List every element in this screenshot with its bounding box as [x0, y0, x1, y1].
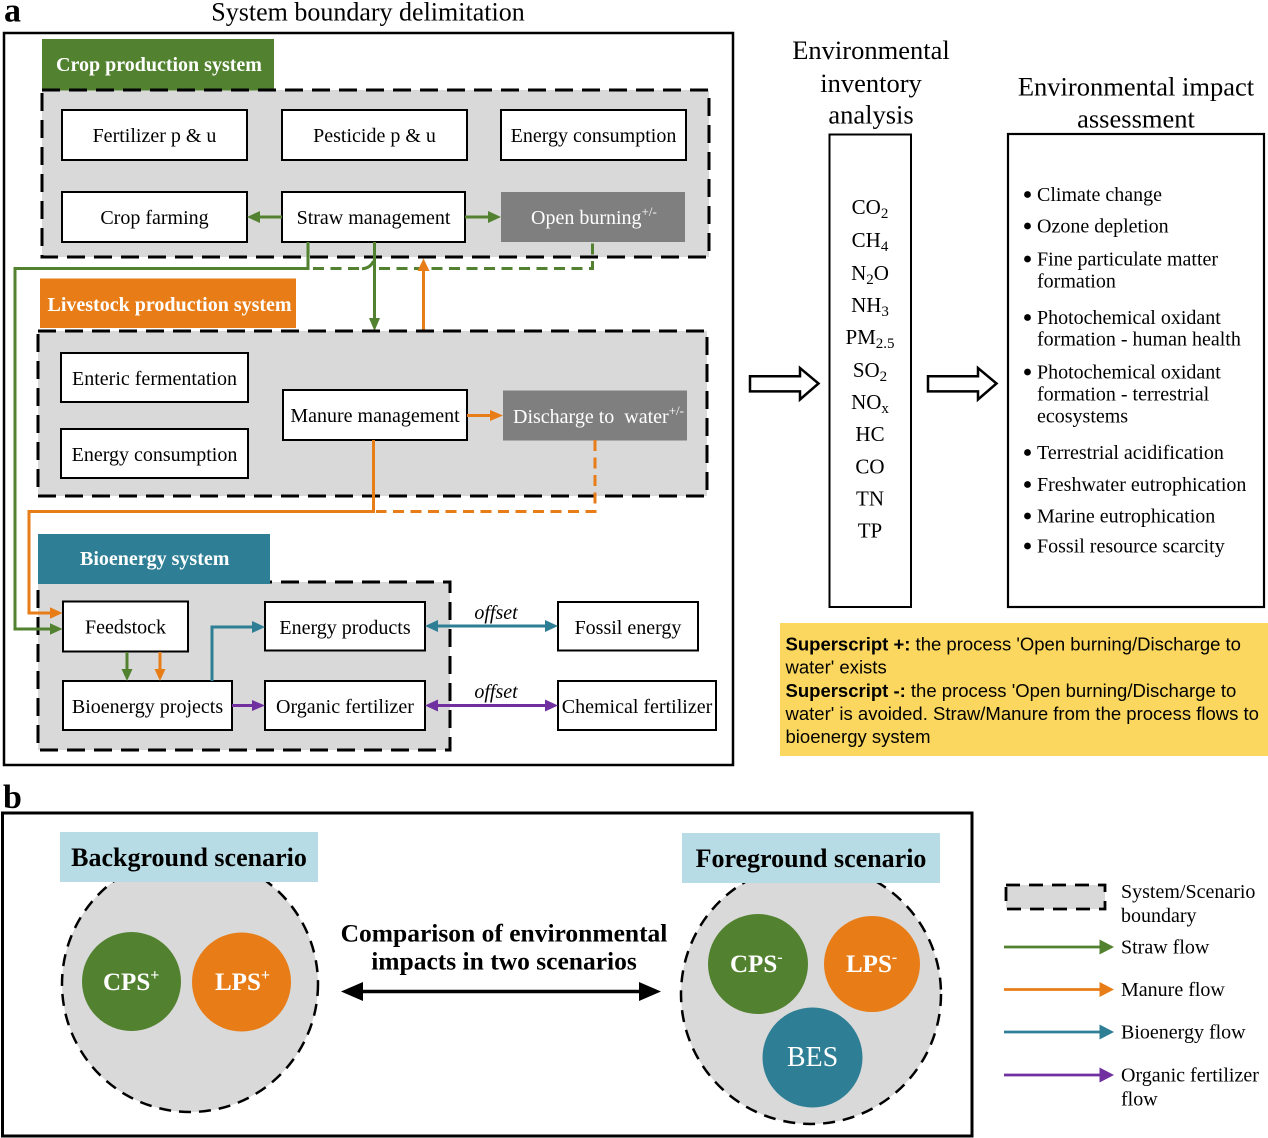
svg-text:flow: flow: [1121, 1089, 1158, 1111]
svg-text:Enteric fermentation: Enteric fermentation: [72, 368, 237, 390]
svg-text:Crop farming: Crop farming: [100, 207, 208, 229]
svg-text:Open burning+/-: Open burning+/-: [531, 204, 657, 229]
svg-text:Foreground scenario: Foreground scenario: [696, 844, 927, 873]
svg-text:formation: formation: [1037, 271, 1116, 293]
svg-text:offset: offset: [474, 681, 518, 703]
svg-text:impacts in two scenarios: impacts in two scenarios: [371, 947, 637, 976]
svg-text:water' is avoided. Straw/Manur: water' is avoided. Straw/Manure from the…: [785, 703, 1259, 724]
svg-text:Fossil resource scarcity: Fossil resource scarcity: [1037, 536, 1225, 558]
svg-text:CO: CO: [855, 455, 884, 479]
svg-text:Discharge to water+/-: Discharge to water+/-: [513, 403, 684, 428]
svg-text:Manure flow: Manure flow: [1121, 979, 1225, 1001]
svg-text:Fossil energy: Fossil energy: [575, 617, 682, 639]
svg-text:BES: BES: [787, 1042, 838, 1073]
svg-text:Superscript +: the process 'Op: Superscript +: the process 'Open burning…: [786, 634, 1241, 655]
svg-text:Energy consumption: Energy consumption: [72, 444, 238, 466]
svg-text:Feedstock: Feedstock: [85, 617, 166, 639]
svg-text:Comparison of environmental: Comparison of environmental: [341, 918, 668, 947]
svg-text:bioenergy system: bioenergy system: [786, 726, 931, 747]
svg-text:Photochemical oxidant: Photochemical oxidant: [1037, 307, 1221, 329]
svg-text:Livestock production system: Livestock production system: [48, 294, 292, 316]
svg-text:Terrestrial acidification: Terrestrial acidification: [1037, 442, 1224, 464]
svg-text:Marine eutrophication: Marine eutrophication: [1037, 506, 1215, 528]
svg-text:TN: TN: [856, 487, 884, 511]
svg-text:Energy products: Energy products: [279, 617, 410, 639]
svg-text:boundary: boundary: [1121, 905, 1197, 927]
svg-text:Environmental impact: Environmental impact: [1018, 72, 1255, 102]
svg-text:formation - terrestrial: formation - terrestrial: [1037, 384, 1210, 406]
svg-text:Straw management: Straw management: [297, 207, 451, 229]
svg-text:Fine particulate matter: Fine particulate matter: [1037, 249, 1218, 271]
svg-text:Climate change: Climate change: [1037, 184, 1162, 206]
svg-text:ecosystems: ecosystems: [1037, 406, 1128, 428]
svg-text:Photochemical oxidant: Photochemical oxidant: [1037, 362, 1221, 384]
svg-text:LPS-: LPS-: [846, 949, 897, 978]
svg-text:Organic fertilizer: Organic fertilizer: [1121, 1065, 1259, 1087]
svg-text:water' exists: water' exists: [785, 657, 887, 678]
svg-text:System boundary delimitation: System boundary delimitation: [211, 0, 524, 27]
svg-text:b: b: [3, 779, 22, 816]
svg-text:Freshwater eutrophication: Freshwater eutrophication: [1037, 474, 1246, 496]
svg-text:offset: offset: [474, 602, 518, 624]
svg-text:inventory: inventory: [820, 68, 922, 98]
svg-text:Fertilizer p & u: Fertilizer p & u: [93, 125, 217, 147]
svg-text:formation - human health: formation - human health: [1037, 329, 1241, 351]
svg-text:HC: HC: [855, 422, 884, 446]
svg-text:Bioenergy flow: Bioenergy flow: [1121, 1022, 1246, 1044]
svg-text:Manure management: Manure management: [290, 405, 460, 427]
svg-text:Superscript -: the process 'Op: Superscript -: the process 'Open burning…: [786, 680, 1237, 701]
svg-text:a: a: [4, 0, 21, 30]
svg-text:System/Scenario: System/Scenario: [1121, 881, 1255, 903]
svg-text:Environmental: Environmental: [792, 35, 950, 65]
svg-text:Bioenergy system: Bioenergy system: [80, 548, 230, 570]
svg-text:Crop production system: Crop production system: [56, 54, 262, 76]
svg-text:Pesticide p & u: Pesticide p & u: [313, 125, 436, 147]
svg-text:LPS+: LPS+: [215, 967, 270, 996]
svg-text:Organic fertilizer: Organic fertilizer: [276, 696, 414, 718]
svg-text:Straw flow: Straw flow: [1121, 937, 1210, 959]
svg-text:Energy consumption: Energy consumption: [511, 125, 677, 147]
svg-text:CPS+: CPS+: [103, 967, 159, 996]
svg-text:assessment: assessment: [1077, 104, 1195, 134]
svg-text:TP: TP: [858, 519, 883, 543]
svg-text:Background scenario: Background scenario: [71, 843, 307, 872]
svg-text:analysis: analysis: [828, 100, 913, 130]
svg-text:Chemical fertilizer: Chemical fertilizer: [562, 696, 713, 718]
svg-text:CPS-: CPS-: [730, 949, 783, 978]
svg-text:Ozone depletion: Ozone depletion: [1037, 216, 1169, 238]
svg-text:Bioenergy projects: Bioenergy projects: [72, 696, 223, 718]
